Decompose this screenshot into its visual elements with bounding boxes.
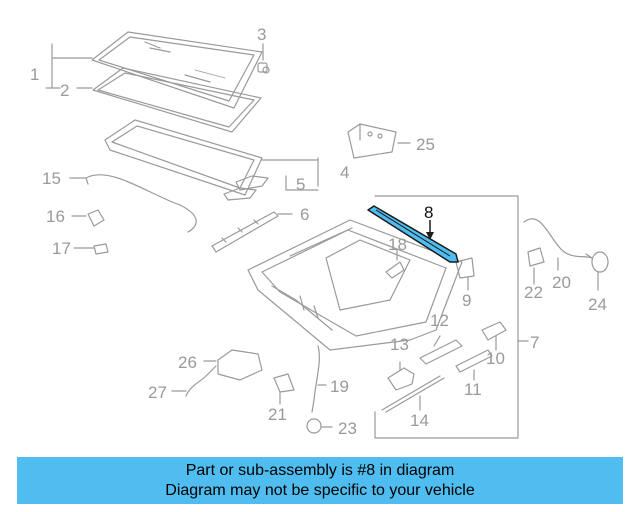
callout-26: 26	[178, 353, 197, 372]
part-12-guide[interactable]	[419, 339, 463, 365]
part-18-bracket[interactable]	[385, 261, 405, 279]
part-25-module[interactable]	[347, 123, 397, 159]
callout-16: 16	[46, 207, 65, 226]
callout-13: 13	[390, 335, 409, 354]
callout-20: 20	[552, 273, 571, 292]
callout-14: 14	[410, 411, 429, 430]
part-15-weatherstrip[interactable]	[85, 174, 197, 233]
callout-12: 12	[430, 311, 449, 330]
part-21-connector[interactable]	[273, 373, 295, 393]
part-14-cable[interactable]	[381, 375, 445, 413]
part-5-brackets[interactable]	[223, 175, 269, 201]
callout-9: 9	[462, 291, 471, 310]
callout-24: 24	[588, 295, 607, 314]
part-10-bracket[interactable]	[481, 321, 507, 341]
part-11-rail[interactable]	[455, 349, 493, 373]
part-27-hose[interactable]	[185, 365, 217, 397]
part-19-drain-tube[interactable]	[311, 345, 320, 413]
part-20-drain-hose[interactable]	[523, 218, 593, 259]
callout-18: 18	[388, 235, 407, 254]
callout-8: 8	[424, 203, 433, 222]
banner-line-1: Part or sub-assembly is #8 in diagram	[185, 461, 455, 479]
callout-23: 23	[338, 419, 357, 438]
callout-10: 10	[486, 349, 505, 368]
callout-27: 27	[148, 383, 167, 402]
part-4-frame[interactable]	[104, 119, 263, 196]
callout-1: 1	[30, 65, 39, 84]
callout-25: 25	[416, 135, 435, 154]
callout-6: 6	[300, 205, 309, 224]
banner-line-2: Diagram may not be specific to your vehi…	[165, 481, 475, 499]
parts-diagram: 1 2 3 4 5 6 7 8 9 10 11 12 13 14 15 16 1…	[30, 25, 609, 439]
callout-5: 5	[296, 175, 305, 194]
part-23-grommet[interactable]	[306, 418, 322, 434]
part-8-highlighted[interactable]	[367, 205, 459, 263]
part-24-grommet[interactable]	[585, 251, 609, 273]
part-17-plug[interactable]	[93, 243, 109, 255]
callout-4: 4	[340, 163, 349, 182]
part-1-glass-panel[interactable]	[91, 31, 263, 109]
part-2-seal[interactable]	[92, 67, 262, 133]
assembly-box	[374, 195, 519, 439]
info-banner: Part or sub-assembly is #8 in diagram Di…	[17, 457, 623, 504]
leader-lines	[45, 43, 599, 428]
callout-22: 22	[524, 283, 543, 302]
callout-15: 15	[42, 169, 61, 188]
callout-17: 17	[52, 239, 71, 258]
part-26-motor-unit[interactable]	[217, 349, 263, 381]
callout-2: 2	[60, 81, 69, 100]
sunroof-housing[interactable]	[247, 219, 463, 351]
part-9-block[interactable]	[455, 257, 475, 279]
callout-3: 3	[257, 25, 266, 44]
part-22-clip[interactable]	[527, 247, 545, 267]
callout-19: 19	[330, 377, 349, 396]
callout-7: 7	[530, 333, 539, 352]
part-16-clip[interactable]	[87, 209, 105, 227]
part-13-motor[interactable]	[387, 367, 415, 391]
part-6-rail[interactable]	[211, 211, 279, 253]
callout-21: 21	[268, 405, 287, 424]
part-3-bolt[interactable]	[257, 62, 270, 74]
callout-11: 11	[464, 380, 482, 399]
